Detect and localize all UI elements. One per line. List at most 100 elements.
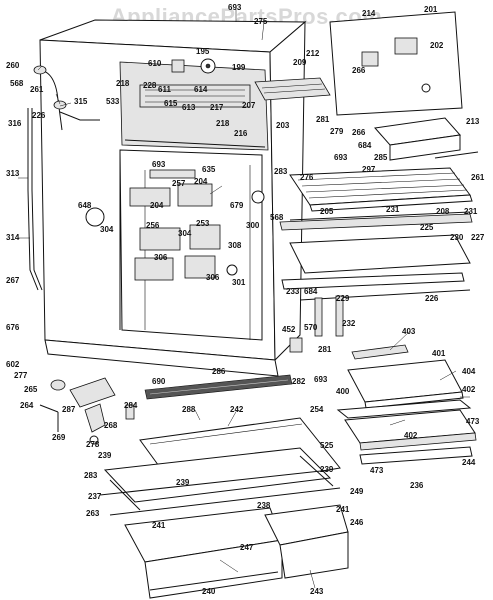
callout: 230: [450, 233, 464, 242]
callout: 281: [318, 345, 332, 354]
callout: 570: [304, 323, 318, 332]
callout: 400: [336, 387, 350, 396]
callout: 247: [240, 543, 254, 552]
callout: 286: [212, 367, 226, 376]
crisper-drawers: [124, 504, 349, 599]
callout: 306: [206, 273, 220, 282]
callout: 402: [404, 431, 418, 440]
callout: 281: [316, 115, 330, 124]
callout: 199: [232, 63, 246, 72]
callout: 238: [257, 501, 271, 510]
callout: 614: [194, 85, 208, 94]
callout: 253: [196, 219, 210, 228]
callout: 282: [292, 377, 306, 386]
callout: 308: [228, 241, 242, 250]
callout: 242: [230, 405, 244, 414]
callout: 261: [471, 173, 485, 182]
fan-cover: [254, 77, 331, 101]
callout: 300: [246, 221, 260, 230]
callout: 276: [300, 173, 314, 182]
callout: 233: [286, 287, 300, 296]
callout: 246: [350, 518, 364, 527]
callout: 237: [88, 492, 102, 501]
callout-labels: 693 275 214 201 260 212 202 195 610 209 …: [6, 3, 485, 596]
callout: 301: [232, 278, 246, 287]
callout: 615: [164, 99, 178, 108]
callout: 684: [304, 287, 318, 296]
callout: 283: [274, 167, 288, 176]
callout: 229: [336, 294, 350, 303]
callout: 690: [152, 377, 166, 386]
callout: 610: [148, 59, 162, 68]
callout: 254: [310, 405, 324, 414]
callout: 287: [62, 405, 76, 414]
callout: 226: [425, 294, 439, 303]
control-components: [85, 169, 265, 281]
callout: 314: [6, 233, 20, 242]
callout: 275: [254, 17, 268, 26]
callout: 225: [420, 223, 434, 232]
callout: 216: [234, 129, 248, 138]
callout: 256: [146, 221, 160, 230]
callout: 315: [74, 97, 88, 106]
callout: 208: [436, 207, 450, 216]
callout: 568: [270, 213, 284, 222]
callout: 676: [6, 323, 20, 332]
callout: 285: [374, 153, 388, 162]
callout: 313: [6, 169, 20, 178]
front-grille: [144, 374, 293, 400]
callout: 261: [30, 85, 44, 94]
callout: 297: [362, 165, 376, 174]
callout: 236: [410, 481, 424, 490]
callout: 265: [24, 385, 38, 394]
callout: 473: [370, 466, 384, 475]
leader-lines: [18, 8, 470, 589]
callout: 264: [20, 401, 34, 410]
callout: 218: [116, 79, 130, 88]
freezer-pan: [374, 117, 479, 161]
callout: 693: [334, 153, 348, 162]
callout: 304: [100, 225, 114, 234]
callout: 277: [14, 371, 28, 380]
callout: 304: [178, 229, 192, 238]
freezer-back-panel: [329, 11, 463, 116]
callout: 239: [98, 451, 112, 460]
callout: 693: [314, 375, 328, 384]
shelf-brackets: [289, 295, 344, 353]
callout: 267: [6, 276, 20, 285]
callout: 306: [154, 253, 168, 262]
callout: 693: [152, 160, 166, 169]
callout: 257: [172, 179, 186, 188]
callout: 266: [352, 128, 366, 137]
callout: 231: [464, 207, 478, 216]
callout: 218: [216, 119, 230, 128]
evaporator-assembly: [139, 58, 251, 108]
callout: 684: [358, 141, 372, 150]
callout: 269: [52, 433, 66, 442]
callout: 204: [150, 201, 164, 210]
cabinet: [39, 19, 307, 377]
callout: 214: [362, 9, 376, 18]
shelves-upper: [279, 167, 473, 301]
callout: 525: [320, 441, 334, 450]
callout: 240: [202, 587, 216, 596]
callout: 243: [310, 587, 324, 596]
callout: 533: [106, 97, 120, 106]
callout: 403: [402, 327, 416, 336]
callout: 212: [306, 49, 320, 58]
callout: 288: [182, 405, 196, 414]
callout: 473: [466, 417, 480, 426]
callout: 602: [6, 360, 20, 369]
callout: 203: [276, 121, 290, 130]
callout: 316: [8, 119, 22, 128]
callout: 228: [143, 81, 157, 90]
callout: 613: [182, 103, 196, 112]
drain-tube: [27, 108, 43, 291]
callout: 278: [86, 440, 100, 449]
callout: 202: [430, 41, 444, 50]
callout: 611: [158, 85, 171, 94]
callout: 693: [228, 3, 242, 12]
callout: 226: [32, 111, 46, 120]
callout: 231: [386, 205, 400, 214]
